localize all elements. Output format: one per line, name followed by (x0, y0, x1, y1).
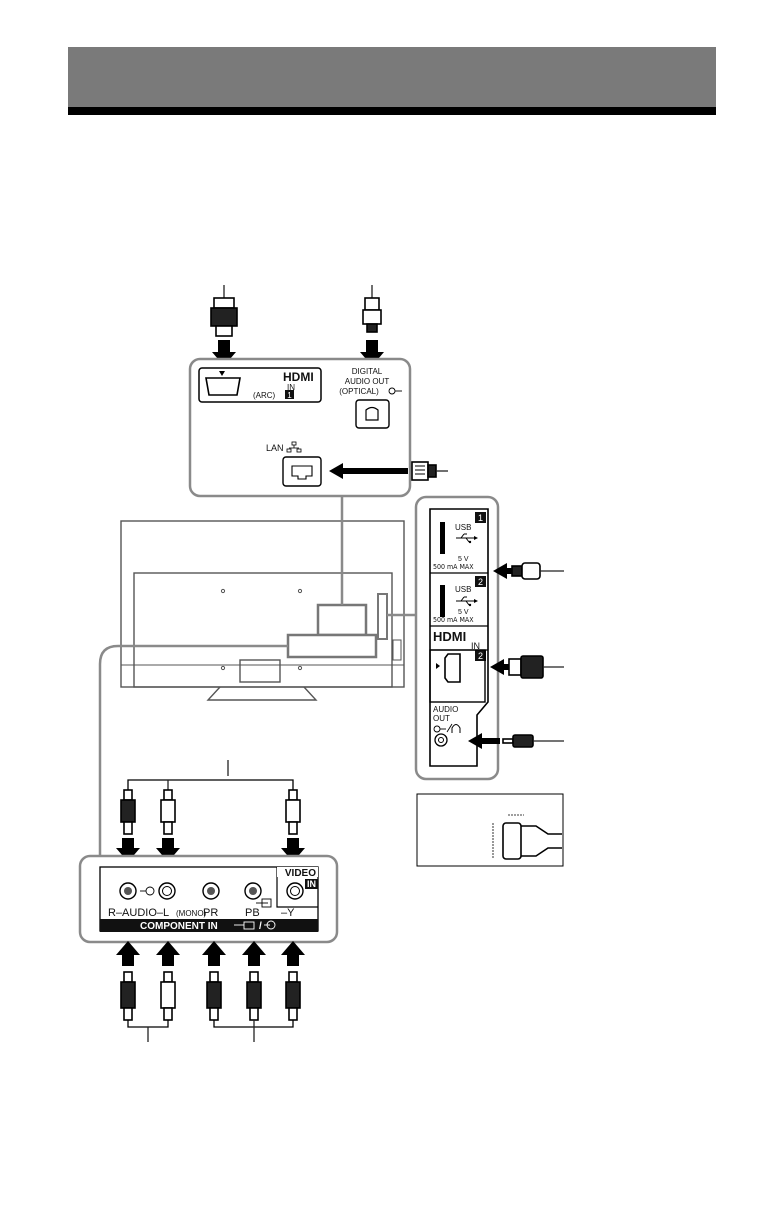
top-port-panel: HDMI IN (ARC) 1 DIGITAL AUDIO OUT (OPTIC… (190, 359, 410, 496)
y-video-jack[interactable] (287, 883, 303, 899)
usb-1-badge: 1 (478, 513, 483, 523)
digital-label-line1: DIGITAL (352, 367, 383, 376)
top-av-cables (116, 760, 305, 862)
pr-label: PR (203, 907, 218, 919)
usb-2-badge: 2 (478, 577, 483, 587)
usb-2-port[interactable] (440, 585, 445, 617)
mono-label: (MONO) (176, 909, 207, 918)
y-label: –Y (281, 907, 295, 919)
side-port-panel: USB 1 5 V 500 mA MAX USB 2 5 V 500 mA MA… (416, 497, 498, 779)
hdmi-dimension-inset (417, 794, 563, 866)
hdmi-2-port[interactable] (445, 654, 460, 682)
panel-callout-lines (100, 496, 416, 856)
tv-rear-outline (121, 521, 404, 700)
bottom-port-panel: VIDEO IN R–AUDIO–L (MONO) PR PB –Y COMPO… (80, 856, 337, 942)
usb-2-current: 500 mA MAX (433, 616, 474, 624)
usb-2-label: USB (455, 585, 471, 594)
usb-1-power: 5 V (458, 556, 469, 563)
video-in-label-line2: IN (307, 879, 316, 889)
hdmi-number-badge: 1 (287, 391, 292, 400)
component-slash: / (259, 921, 262, 932)
audio-r-jack[interactable] (120, 883, 136, 899)
audio-l-jack[interactable] (159, 883, 175, 899)
optical-cable-top (360, 285, 384, 366)
pb-jack[interactable] (245, 883, 261, 899)
hdmi-cable-top (211, 285, 237, 366)
pb-label: PB (245, 907, 260, 919)
hdmi-2-logo: HDMI (433, 629, 466, 644)
audio-out-label-line1: AUDIO (433, 705, 458, 714)
hdmi-2-badge: 2 (478, 651, 483, 661)
component-in-label: COMPONENT IN (140, 921, 218, 932)
r-audio-l-label: R–AUDIO–L (108, 907, 169, 919)
usb-1-port[interactable] (440, 522, 445, 554)
lan-label: LAN (266, 443, 284, 453)
usb-cable (493, 563, 564, 579)
hdmi-cable-side (490, 656, 564, 678)
usb-1-label: USB (455, 523, 471, 532)
pr-jack[interactable] (203, 883, 219, 899)
bottom-av-cables (116, 941, 305, 1042)
hdmi-arc-label: (ARC) (253, 391, 276, 400)
audio-out-label-line2: OUT (433, 714, 450, 723)
hdmi-logo: HDMI (283, 370, 314, 384)
hdmi-port-icon (206, 378, 240, 395)
video-in-label-line1: VIDEO (285, 868, 316, 879)
digital-label-line2: AUDIO OUT (345, 377, 390, 386)
digital-label-line3: (OPTICAL) (339, 387, 379, 396)
usb-2-power: 5 V (458, 609, 469, 616)
usb-1-current: 500 mA MAX (433, 563, 474, 571)
